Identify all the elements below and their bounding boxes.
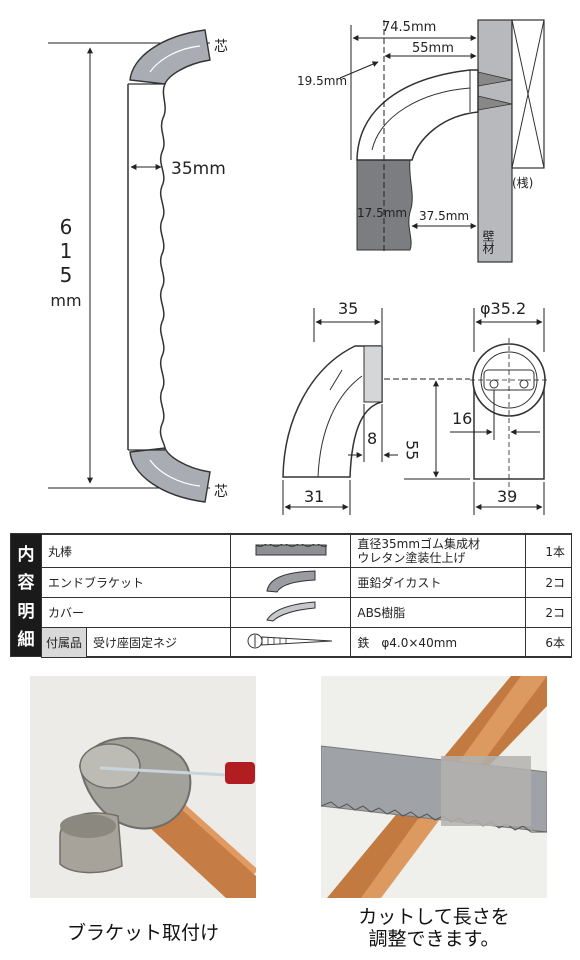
round-bar	[127, 83, 166, 451]
photo-bracket-installation	[30, 676, 256, 898]
bracket-dim-39: 39	[497, 487, 517, 506]
round-bar-icon	[255, 542, 329, 555]
table-row: エンドブラケット 亜鉛ダイカスト 2コ	[40, 567, 572, 598]
accessory-label: 付属品	[42, 628, 88, 657]
bracket-dim-phi: φ35.2	[480, 299, 526, 318]
screw-icon	[247, 633, 332, 649]
dim-19-5: 19.5mm	[297, 74, 347, 88]
screw-hole-right	[519, 379, 529, 389]
bracket-detail-front: φ35.2 16 39	[450, 299, 550, 515]
contents-heading: 内 容 明 細	[11, 534, 41, 656]
bracket-detail-side: 35 31 8 55	[282, 299, 470, 515]
bracket-dim-31: 31	[304, 487, 324, 506]
center-mark-bottom: 芯	[214, 484, 228, 500]
wall-material	[477, 19, 513, 263]
bar-diameter-label: 35mm	[171, 159, 226, 179]
wall-label: 壁材	[481, 229, 495, 254]
dim-55-side: 55mm	[412, 41, 454, 56]
side-view: (桟) 壁材 74.5mm 55mm 19.5mm 17.5mm 37.5mm	[297, 19, 545, 263]
bracket-dim-55: 55	[403, 440, 422, 460]
end-bracket-icon	[266, 570, 316, 593]
cover-icon	[266, 601, 316, 622]
contents-spec-table: 内 容 明 細 丸棒 直径35mmゴム集成材ウレタン塗装仕上げ 1本 エンドブラ…	[10, 533, 572, 658]
screw-hole-left	[489, 379, 499, 389]
bracket-outline	[282, 345, 383, 478]
center-mark-top: 芯	[214, 39, 228, 55]
bracket-dim-8: 8	[367, 429, 377, 448]
bottom-end-bracket	[129, 447, 211, 503]
material-rod: 直径35mmゴム集成材ウレタン塗装仕上げ	[350, 534, 527, 568]
table-row: カバー ABS樹脂 2コ	[40, 597, 572, 628]
caption-bracket-installation: ブラケット取付け	[66, 922, 219, 944]
bracket-dim-35: 35	[338, 299, 358, 318]
table-row: 付属品受け座固定ネジ 鉄 φ4.0×40mm 6本	[40, 627, 572, 658]
caption-cut-to-length: カットして長さを 調整できます。	[358, 906, 510, 950]
table-row: 丸棒 直径35mmゴム集成材ウレタン塗装仕上げ 1本	[40, 534, 572, 568]
bracket-dim-16: 16	[452, 409, 472, 428]
bar-cross-section	[356, 159, 413, 251]
dim-total-depth: 74.5mm	[382, 20, 436, 35]
side-bracket	[356, 69, 479, 161]
dim-17-5: 17.5mm	[357, 206, 407, 220]
beam-label: (桟)	[512, 176, 533, 190]
dim-37-5: 37.5mm	[419, 209, 469, 223]
photo-cutting-bar	[321, 676, 547, 898]
top-end-bracket	[129, 29, 211, 85]
parts-list: 丸棒 直径35mmゴム集成材ウレタン塗装仕上げ 1本 エンドブラケット 亜鉛ダイ…	[40, 534, 572, 658]
